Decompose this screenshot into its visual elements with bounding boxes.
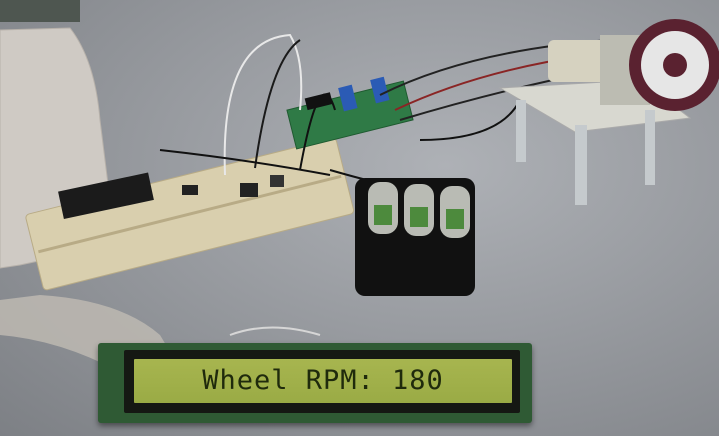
wheel-platform: [498, 19, 719, 205]
top-left-board: [0, 0, 80, 22]
battery-holder: [355, 178, 475, 296]
motor-driver-board: [286, 76, 414, 150]
lcd-readout: Wheel RPM: 180: [202, 365, 444, 396]
lcd-driver-chip: [182, 185, 198, 195]
switch: [270, 175, 284, 187]
switch: [240, 183, 258, 197]
lcd-screen: [134, 359, 512, 403]
microcontroller-chip: [58, 172, 154, 220]
